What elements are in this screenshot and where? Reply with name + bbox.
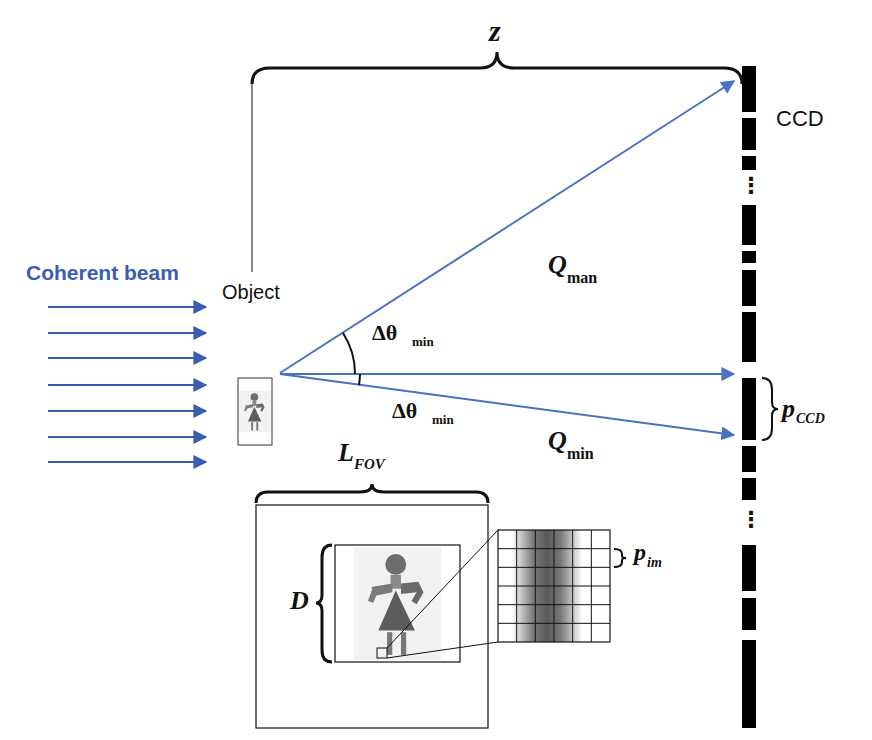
subscript: min — [432, 413, 454, 426]
angle-symbol: Δθ — [392, 400, 417, 422]
dimension-symbol: L — [338, 440, 354, 466]
subscript: min — [567, 446, 594, 462]
detector-label: CCD — [776, 108, 824, 130]
pitch-symbol: p — [782, 396, 795, 422]
pitch-symbol: p — [634, 540, 646, 564]
dimension-symbol: D — [290, 588, 309, 614]
ellipsis-mark: ⋮ — [740, 175, 762, 197]
dimension-symbol: z — [489, 16, 501, 46]
ellipsis-mark: ⋮ — [740, 509, 762, 531]
beam-label: Coherent beam — [26, 262, 179, 283]
object-label: Object — [222, 282, 280, 302]
subscript: man — [567, 270, 597, 286]
subscript: CCD — [796, 412, 825, 426]
angle-symbol: Δθ — [372, 322, 397, 344]
ray-symbol: Q — [548, 428, 567, 454]
ray-symbol: Q — [548, 252, 567, 278]
subscript: FOV — [354, 457, 385, 472]
subscript: im — [647, 556, 662, 570]
subscript: min — [412, 335, 434, 348]
